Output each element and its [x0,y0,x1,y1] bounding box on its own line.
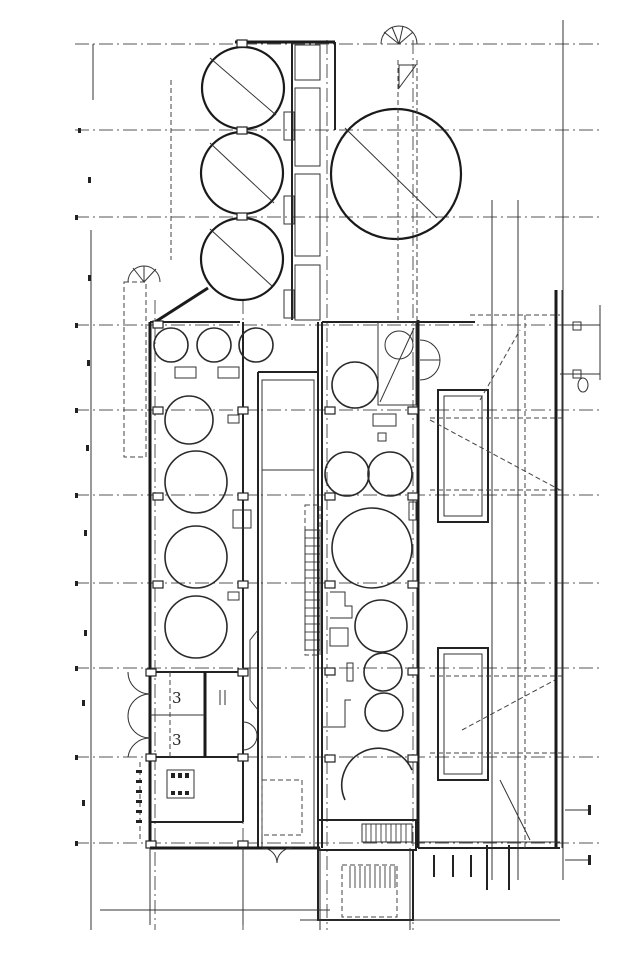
stair-bottom [300,819,560,930]
grid-lines [75,20,600,930]
dimension-chain-left [75,44,172,930]
hall-left [148,320,318,848]
tank-bay-top [154,39,336,324]
dimension-chain-bottom [100,845,510,925]
hall-right [321,320,441,848]
spiral-stair-top [380,25,418,90]
annex-right [418,290,601,865]
rooms-lower-left: 3 3 [127,668,320,864]
spiral-stair-left [123,265,161,458]
corridor-center [249,322,321,848]
tank-large-right [329,60,463,320]
room-label-3b: 3 [172,731,182,749]
stair-center [304,529,321,651]
room-label-3a: 3 [172,689,182,707]
